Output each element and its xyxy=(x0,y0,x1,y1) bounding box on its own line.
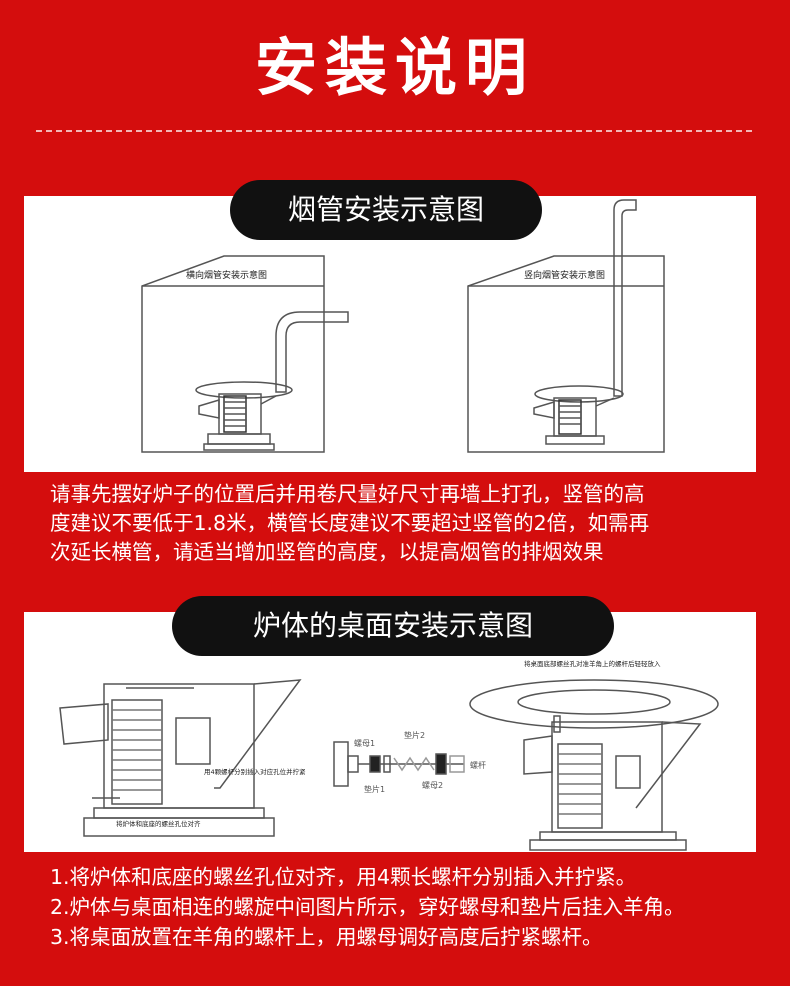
chimney-diagrams: 横向烟管安装示意图 竖向烟管安装示意图 xyxy=(141,199,665,453)
table-top xyxy=(469,679,719,729)
left-annotation-rods: 用4颗螺杆分别插入对应孔位并拧紧 xyxy=(204,767,306,776)
bolt-label-washer1: 垫片1 xyxy=(364,784,385,794)
right-house-outline xyxy=(467,255,665,453)
left-annotation-align: 将炉体和底座的螺丝孔位对齐 xyxy=(116,819,201,828)
description-line: 次延长横管，请适当增加竖管的高度，以提高烟管的排烟效果 xyxy=(50,540,604,564)
step-item: 1.将炉体和底座的螺丝孔位对齐，用4颗长螺杆分别插入并拧紧。 xyxy=(50,865,637,889)
section1-heading: 烟管安装示意图 xyxy=(230,180,542,240)
left-house-outline xyxy=(141,255,325,453)
description-line: 请事先摆好炉子的位置后并用卷尺量好尺寸再墙上打孔，竖管的高 xyxy=(50,482,645,506)
bolt-label-washer2: 垫片2 xyxy=(404,730,425,740)
chimney-diagram-panel: 横向烟管安装示意图 竖向烟管安装示意图 xyxy=(24,196,756,472)
description-line: 度建议不要低于1.8米，横管长度建议不要超过竖管的2倍，如需再 xyxy=(50,511,650,535)
step-item: 2.炉体与桌面相连的螺旋中间图片所示，穿好螺母和垫片后挂入羊角。 xyxy=(50,895,685,919)
bolt-label-rod: 螺杆 xyxy=(470,760,486,770)
chimney-description: 请事先摆好炉子的位置后并用卷尺量好尺寸再墙上打孔，竖管的高 度建议不要低于1.8… xyxy=(50,480,750,567)
step-item: 3.将桌面放置在羊角的螺杆上，用螺母调好高度后拧紧螺杆。 xyxy=(50,925,603,949)
bolt-label-nut2: 螺母2 xyxy=(422,780,443,790)
table-install-diagrams: 用4颗螺杆分别插入对应孔位并拧紧 将炉体和底座的螺丝孔位对齐 螺母1 垫片2 螺… xyxy=(59,659,719,851)
right-diagram-label: 竖向烟管安装示意图 xyxy=(524,269,605,281)
right-annotation: 将桌面底部螺丝孔对准羊角上的螺杆后轻轻放入 xyxy=(524,659,661,668)
divider xyxy=(36,130,752,132)
page-title: 安装说明 xyxy=(254,31,535,104)
section2-heading: 炉体的桌面安装示意图 xyxy=(172,596,614,656)
bolt-label-nut1: 螺母1 xyxy=(354,738,375,748)
table-install-steps: 1.将炉体和底座的螺丝孔位对齐，用4颗长螺杆分别插入并拧紧。 2.炉体与桌面相连… xyxy=(50,862,760,952)
bolt-head xyxy=(333,741,349,787)
left-diagram-label: 横向烟管安装示意图 xyxy=(186,269,267,281)
right-stove-body xyxy=(551,721,663,833)
